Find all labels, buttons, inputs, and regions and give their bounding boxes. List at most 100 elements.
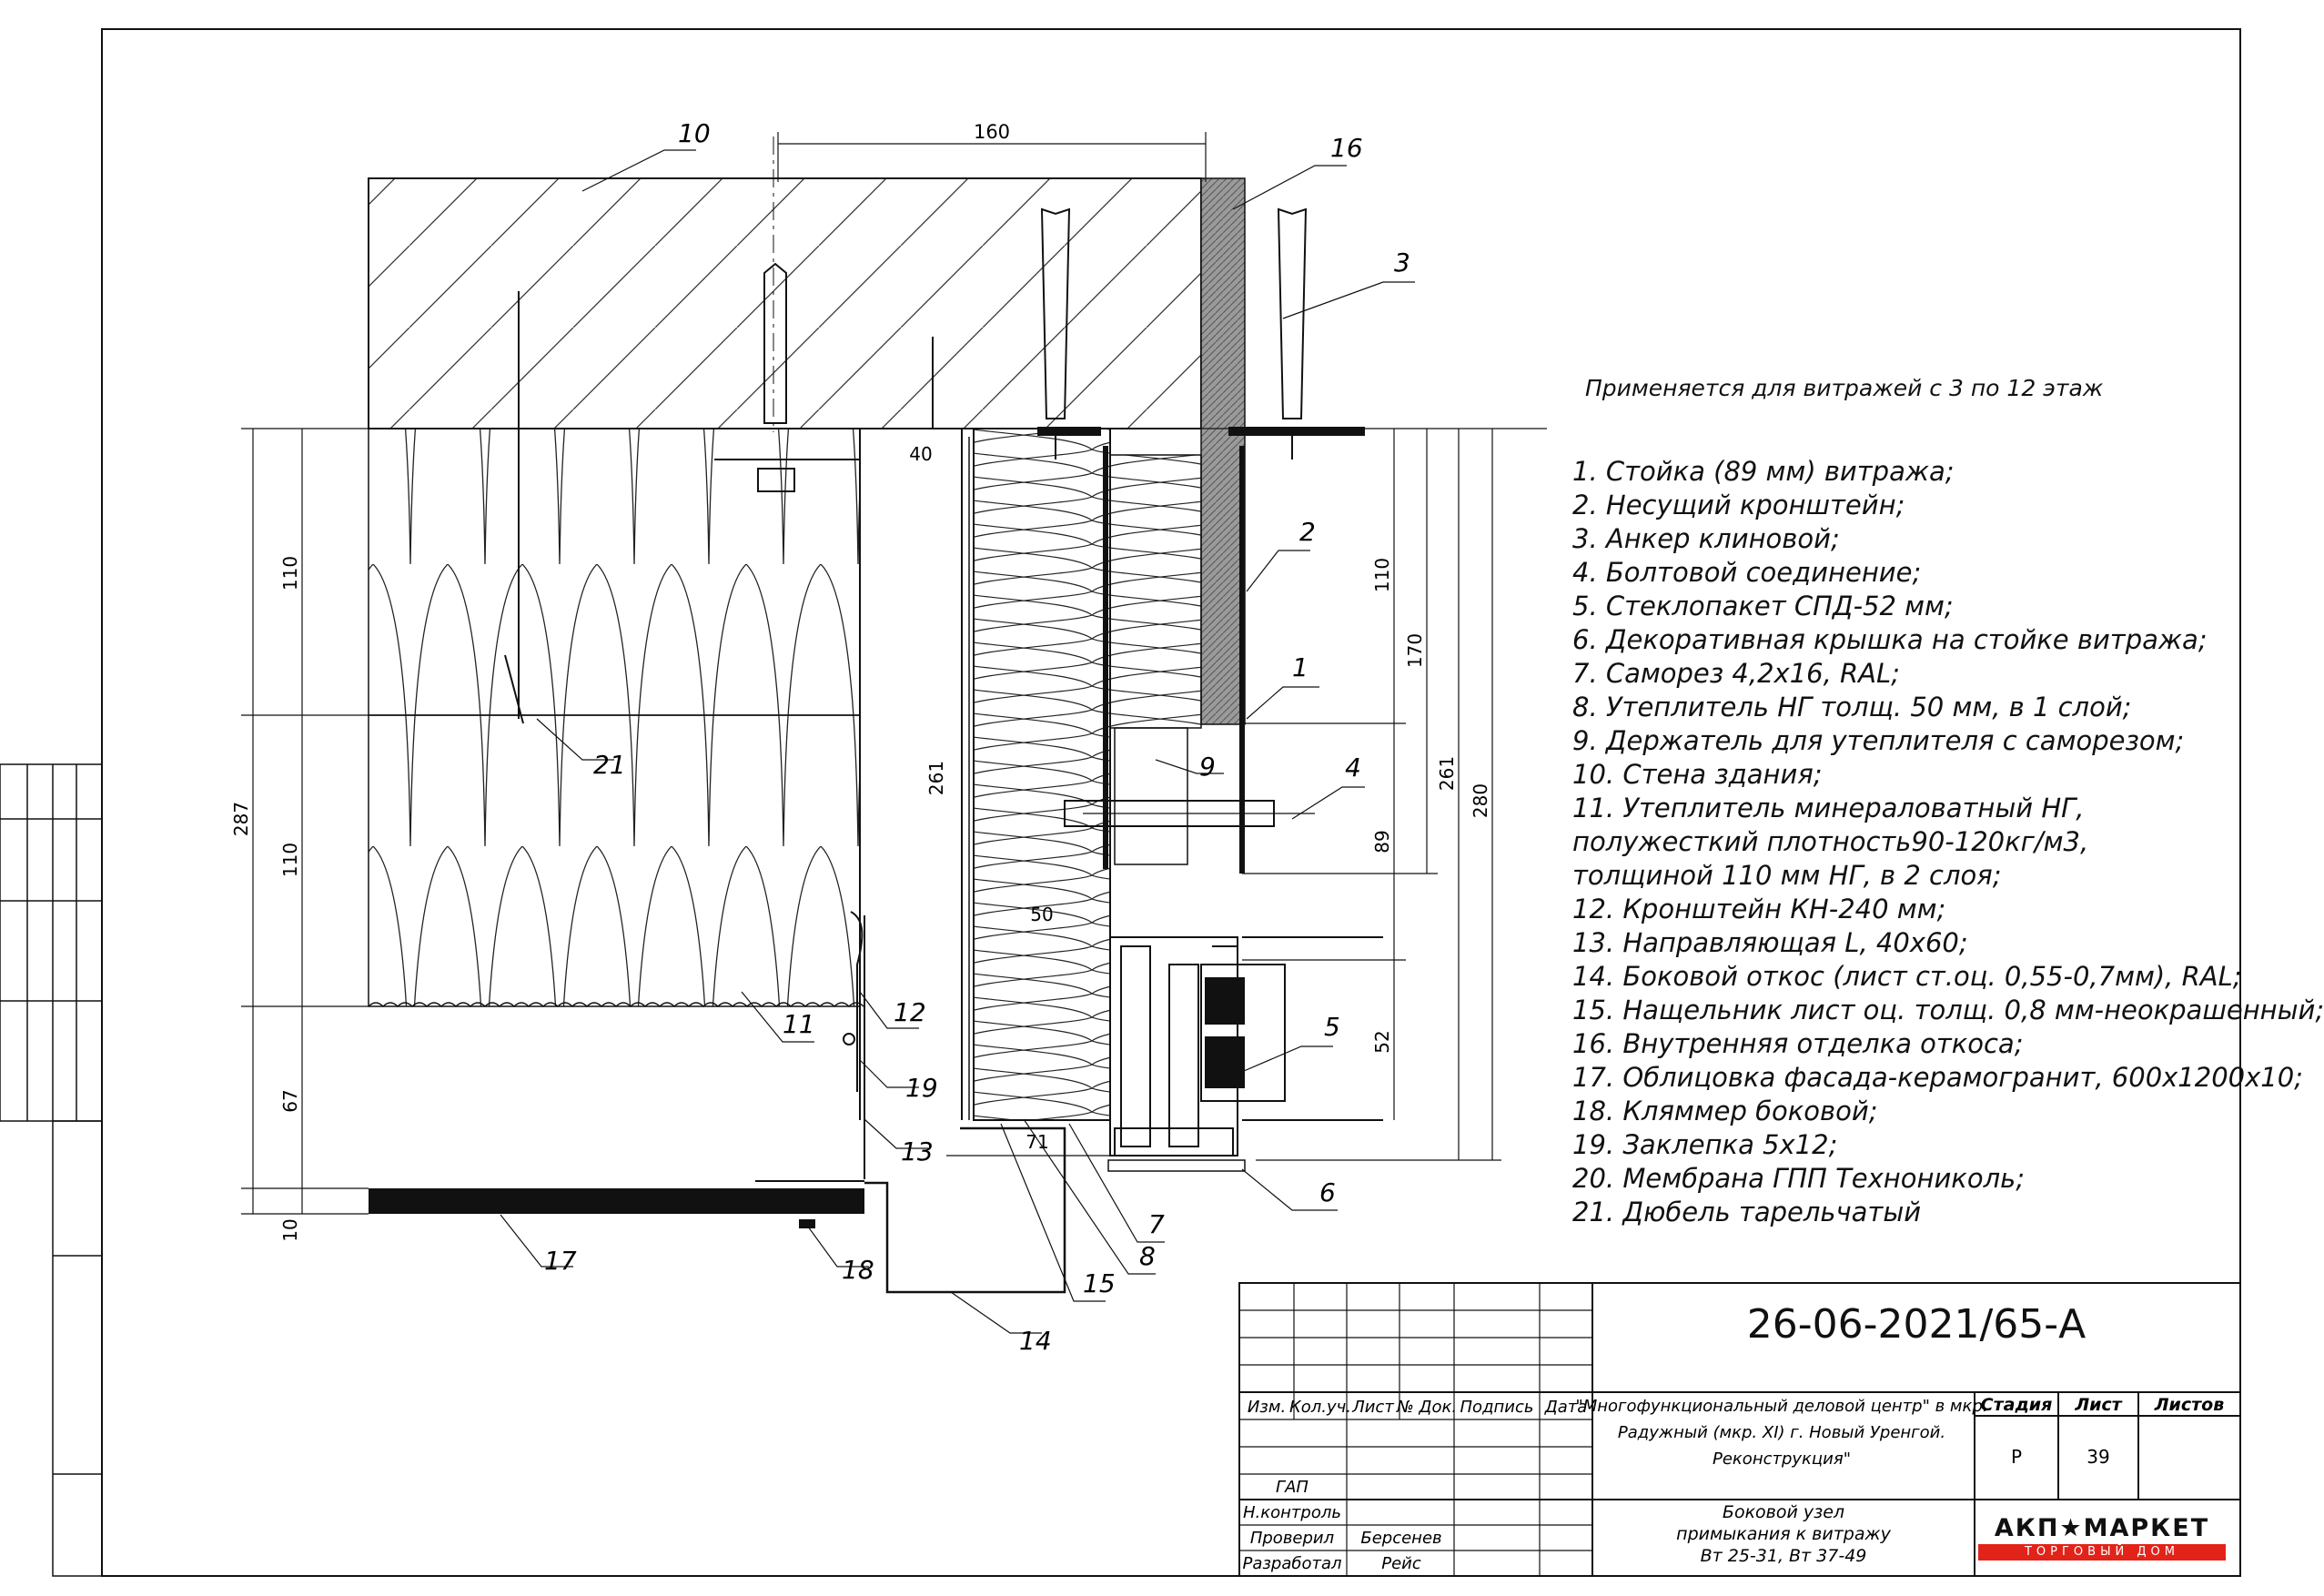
insulation-strip-50 <box>973 428 1111 1121</box>
callout-7: 7 <box>1148 1209 1165 1239</box>
callout-10: 10 <box>678 118 711 148</box>
callout-8: 8 <box>1139 1241 1156 1271</box>
building-wall <box>368 177 1202 429</box>
applicability-note: Применяется для витражей с 3 по 12 этаж <box>1585 375 2104 401</box>
legend-item: 6. Декоративная крышка на стойке витража… <box>1572 624 2208 655</box>
legend-item: 10. Стена здания; <box>1572 759 1823 790</box>
dim-40: 40 <box>909 443 932 465</box>
dim-right-110: 110 <box>1371 558 1393 592</box>
insulation-layer-1 <box>368 428 861 716</box>
side-reveal <box>864 1126 1066 1294</box>
role-proveril: Проверил <box>1250 1529 1334 1548</box>
glazing-unit <box>1200 936 1383 1121</box>
project-line-3: Реконструкция" <box>1713 1450 1851 1469</box>
role-razrabotal: Разработал <box>1242 1554 1341 1573</box>
title-block <box>1238 1282 2241 1577</box>
sheet-value: 39 <box>2087 1446 2109 1468</box>
callout-11: 11 <box>783 1009 815 1039</box>
membrane-edge <box>368 1002 864 1008</box>
sheet-label: Лист <box>2074 1395 2122 1415</box>
callout-16: 16 <box>1330 133 1363 163</box>
callout-3: 3 <box>1394 247 1410 278</box>
dimensions-right <box>1242 429 1501 1161</box>
brand-subtitle: ТОРГОВЫЙ ДОМ <box>1978 1544 2226 1561</box>
legend-item: 18. Кляммер боковой; <box>1572 1096 1878 1126</box>
legend-item: 13. Направляющая L, 40х60; <box>1572 927 1968 958</box>
drawing-title-2: примыкания к витражу <box>1676 1524 1891 1544</box>
drawing-title-3: Вт 25-31, Вт 37-49 <box>1701 1546 1867 1566</box>
role-nkontrol: Н.контроль <box>1243 1503 1341 1522</box>
legend-item: 3. Анкер клиновой; <box>1572 523 1840 554</box>
legend-item: 14. Боковой откос (лист ст.оц. 0,55-0,7м… <box>1572 961 2242 992</box>
drawing-title-1: Боковой узел <box>1723 1502 1844 1522</box>
dim-right-280: 280 <box>1470 783 1491 818</box>
legend-item: 9. Держатель для утеплителя с саморезом; <box>1572 725 2185 756</box>
dimensions-left <box>241 429 369 1215</box>
legend-item: 21. Дюбель тарельчатый <box>1572 1197 1922 1227</box>
sheets-label: Листов <box>2154 1395 2224 1415</box>
decorative-cap <box>1107 1159 1246 1172</box>
brand-name: АКП★МАРКЕТ <box>1994 1514 2210 1542</box>
dim-71: 71 <box>1026 1131 1048 1153</box>
bearing-bracket <box>1103 446 1245 874</box>
legend-item: 20. Мембрана ГПП Технониколь; <box>1572 1163 2025 1194</box>
stage-value: Р <box>2011 1446 2022 1468</box>
callout-18: 18 <box>842 1255 874 1285</box>
legend-item: 4. Болтовой соединение; <box>1572 557 1922 588</box>
callout-12: 12 <box>894 997 926 1027</box>
legend-item: 2. Несущий кронштейн; <box>1572 490 1905 520</box>
callout-14: 14 <box>1019 1326 1052 1356</box>
callout-4: 4 <box>1345 753 1361 783</box>
dim-right-170: 170 <box>1404 633 1426 668</box>
bracket-kn240 <box>850 911 864 1092</box>
callout-6: 6 <box>1319 1177 1336 1207</box>
callout-15: 15 <box>1083 1268 1116 1298</box>
hdr-ndok: № Док. <box>1396 1398 1457 1417</box>
facade-cladding <box>369 1188 864 1214</box>
dim-67: 67 <box>279 1089 301 1112</box>
legend-list: 1. Стойка (89 мм) витража; 2. Несущий кр… <box>1572 455 2324 1229</box>
callout-21: 21 <box>593 750 626 780</box>
anchor-bolts <box>504 207 1308 724</box>
legend-item: 15. Нащельник лист оц. толщ. 0,8 мм-неок… <box>1572 995 2324 1025</box>
insulation-layer-2 <box>368 714 861 1007</box>
dim-50: 50 <box>1030 904 1053 925</box>
legend-item: 5. Стеклопакет СПД-52 мм; <box>1572 591 1954 621</box>
callout-17: 17 <box>544 1246 577 1276</box>
drawing-sheet: 287 110 110 67 10 160 40 50 71 261 110 1… <box>0 28 2241 1577</box>
legend-item: 17. Облицовка фасада-керамогранит, 600х1… <box>1572 1062 2303 1093</box>
callout-5: 5 <box>1324 1012 1340 1042</box>
legend-item: 1. Стойка (89 мм) витража; <box>1572 456 1955 487</box>
side-clamp <box>799 1219 815 1228</box>
hdr-podpis: Подпись <box>1460 1398 1534 1417</box>
dim-right-89: 89 <box>1371 830 1393 853</box>
stage-label: Стадия <box>1981 1395 2053 1415</box>
callout-2: 2 <box>1299 517 1316 547</box>
legend-item: 8. Утеплитель НГ толщ. 50 мм, в 1 слой; <box>1572 692 2132 722</box>
dim-right-52: 52 <box>1371 1030 1393 1053</box>
dim-right-261: 261 <box>1436 756 1458 791</box>
legend-item: 12. Кронштейн КН-240 мм; <box>1572 894 1946 924</box>
drawing-code: 26-06-2021/65-А <box>1746 1301 2087 1348</box>
callout-leaders <box>500 149 1415 1334</box>
callout-1: 1 <box>1292 652 1309 682</box>
project-line-2: Радужный (мкр. XI) г. Новый Уренгой. <box>1618 1423 1945 1442</box>
legend-item: 11. Утеплитель минераловатный НГ, полуже… <box>1572 793 2089 891</box>
role-gap: ГАП <box>1276 1478 1309 1497</box>
callout-9: 9 <box>1199 752 1216 782</box>
legend-item: 16. Внутренняя отделка откоса; <box>1572 1028 2024 1059</box>
dim-261-inner: 261 <box>925 761 947 795</box>
callout-19: 19 <box>905 1073 938 1103</box>
name-razrabotal: Рейс <box>1381 1554 1421 1573</box>
binding-strip <box>0 763 103 1577</box>
hdr-koluch: Кол.уч. <box>1289 1398 1351 1417</box>
callout-13: 13 <box>901 1136 934 1167</box>
rivet <box>843 1033 855 1045</box>
hdr-izm: Изм. <box>1248 1398 1286 1417</box>
legend-item: 19. Заклепка 5х12; <box>1572 1129 1838 1160</box>
dim-110a: 110 <box>279 556 301 591</box>
hdr-data: Дата <box>1544 1398 1588 1417</box>
insulation-strip-upper <box>1109 454 1202 729</box>
dim-110b: 110 <box>279 843 301 877</box>
project-line-1: "Многофункциональный деловой центр" в мк… <box>1575 1397 1987 1416</box>
